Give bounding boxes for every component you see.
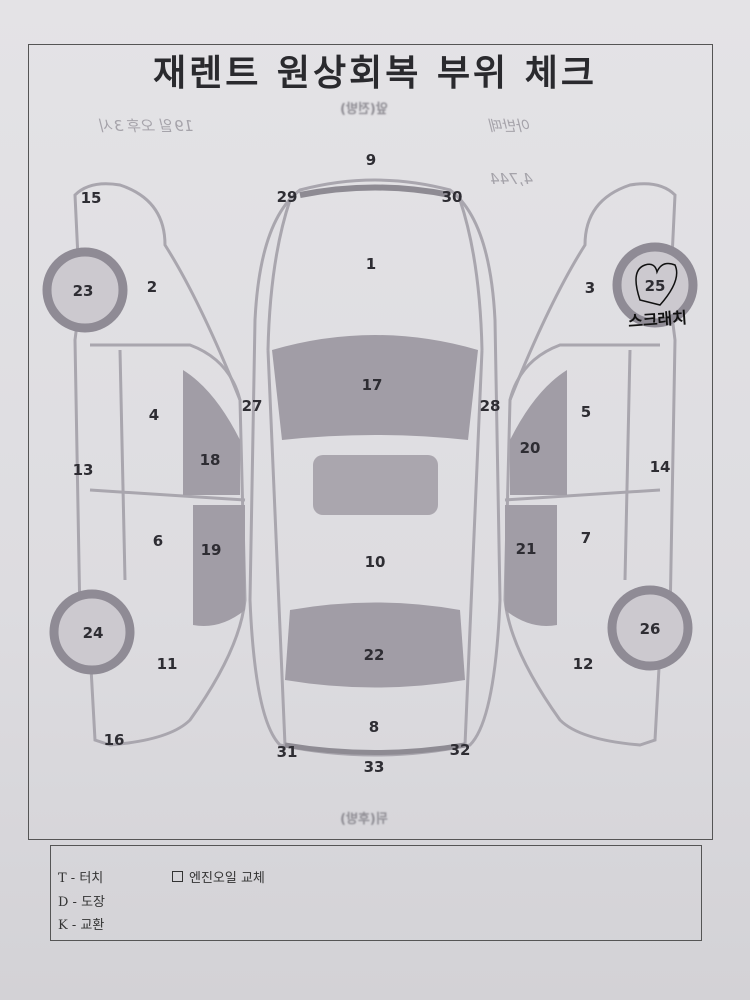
part-12[interactable]: 12 [572,655,594,673]
part-27[interactable]: 27 [241,397,263,415]
legend-paint: D - 도장 [58,895,106,910]
legend-replace: K - 교환 [58,918,105,933]
part-10[interactable]: 10 [364,553,386,571]
part-4[interactable]: 4 [148,406,160,424]
part-29[interactable]: 29 [276,188,298,206]
diagram-frame [28,44,713,840]
engine-oil-checkbox[interactable] [172,871,183,882]
part-30[interactable]: 30 [441,188,463,206]
legend-touch: T - 터치 [58,871,104,886]
part-31[interactable]: 31 [276,743,298,761]
part-5[interactable]: 5 [580,403,592,421]
part-32[interactable]: 32 [449,741,471,759]
part-19[interactable]: 19 [200,541,222,559]
engine-oil-label: 엔진오일 교체 [189,871,265,886]
part-13[interactable]: 13 [72,461,94,479]
part-1[interactable]: 1 [365,255,377,273]
engine-oil-checkbox-row[interactable]: 엔진오일 교체 [172,867,265,886]
part-21[interactable]: 21 [515,540,537,558]
page-title: 재렌트 원상회복 부위 체크 [153,53,597,94]
part-28[interactable]: 28 [479,397,501,415]
part-6[interactable]: 6 [152,532,164,550]
part-9[interactable]: 9 [365,151,377,169]
part-20[interactable]: 20 [519,439,541,457]
part-16[interactable]: 16 [103,731,125,749]
part-18[interactable]: 18 [199,451,221,469]
part-24[interactable]: 24 [82,624,104,642]
part-26[interactable]: 26 [639,620,661,638]
part-33[interactable]: 33 [363,758,385,776]
part-25[interactable]: 25 [644,277,666,295]
part-8[interactable]: 8 [368,718,380,736]
legend-box [50,845,702,941]
handwritten-scratch-note: 스크래치 [627,307,688,332]
part-11[interactable]: 11 [156,655,178,673]
part-23[interactable]: 23 [72,282,94,300]
part-7[interactable]: 7 [580,529,592,547]
part-3[interactable]: 3 [584,279,596,297]
part-14[interactable]: 14 [649,458,671,476]
part-22[interactable]: 22 [363,646,385,664]
part-15[interactable]: 15 [80,189,102,207]
part-2[interactable]: 2 [146,278,158,296]
part-17[interactable]: 17 [361,376,383,394]
